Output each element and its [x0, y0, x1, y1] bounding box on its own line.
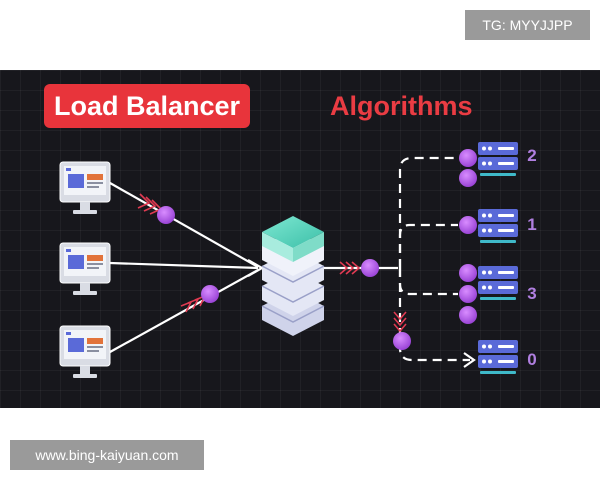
watermark-bottom: www.bing-kaiyuan.com	[10, 440, 204, 470]
distribution-paths	[398, 156, 470, 362]
request-dot-icon	[157, 206, 175, 224]
down-chevrons	[393, 311, 407, 333]
request-dot-icon	[361, 259, 379, 277]
server-rack-icon	[478, 266, 518, 300]
client-computer-icon	[59, 161, 111, 214]
client-computer-icon	[59, 242, 111, 295]
incoming-chevrons-top	[137, 193, 163, 215]
diagram-panel: Load Balancer Algorithms	[0, 70, 600, 408]
server-label: 3	[527, 284, 537, 303]
server-label: 2	[527, 146, 537, 165]
request-dot-icon	[459, 264, 477, 282]
server-connection-dots	[459, 149, 477, 324]
server-rack-icon	[478, 209, 518, 243]
last-server-arrowhead	[463, 352, 476, 368]
request-dot-icon	[459, 169, 477, 187]
request-dot-icon	[201, 285, 219, 303]
server-rack-icon	[478, 340, 518, 374]
server-rack-icon	[478, 142, 518, 176]
title-highlight: Load Balancer	[44, 84, 251, 128]
request-dot-icon	[459, 285, 477, 303]
request-dot-icon	[459, 149, 477, 167]
title-rest: Algorithms	[330, 90, 473, 121]
load-balancer-stack-icon	[261, 216, 325, 336]
client-computer-icon	[59, 325, 111, 378]
load-balancer-diagram	[59, 142, 518, 378]
server-label: 1	[527, 215, 537, 234]
watermark-top: TG: MYYJJPP	[465, 10, 590, 40]
client-connections	[109, 182, 259, 353]
request-dot-icon	[393, 332, 411, 350]
request-dot-icon	[459, 216, 477, 234]
request-dot-icon	[459, 306, 477, 324]
server-label: 0	[527, 350, 537, 369]
outgoing-chevrons	[339, 261, 361, 275]
